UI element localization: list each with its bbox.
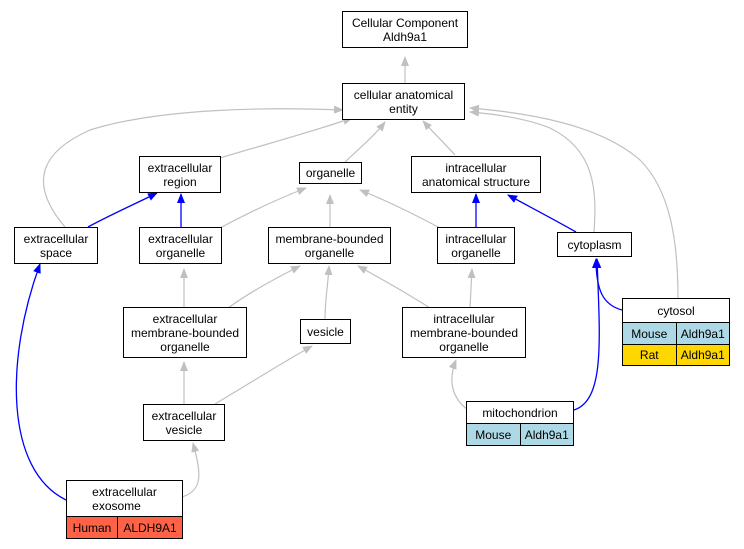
table-row-mouse: Mouse Aldh9a1	[623, 323, 729, 344]
gene-cell: ALDH9A1	[117, 517, 182, 538]
edge-cytosol-to-cae	[469, 104, 679, 299]
gene-cell: Aldh9a1	[519, 424, 573, 445]
edge-extracellular-space-to-region	[87, 192, 158, 228]
species-cell: Mouse	[623, 323, 676, 344]
table-row-rat: Rat Aldh9a1	[623, 344, 729, 365]
edge-exosome-to-extracellular-space	[15, 263, 67, 501]
edge-ec-mbo-to-membrane-bounded	[227, 265, 301, 309]
node-label: extracellular organelle	[148, 231, 213, 260]
table-header: extracellular exosome	[67, 481, 182, 517]
node-cellular-component[interactable]: Cellular Component Aldh9a1	[342, 11, 468, 48]
node-extracellular-space[interactable]: extracellular space	[14, 227, 98, 264]
node-label: intracellular membrane-bounded organelle	[409, 311, 519, 354]
edge-extracellular-region-to-cae	[219, 117, 353, 159]
node-organelle[interactable]: organelle	[299, 162, 362, 184]
edge-organelle-to-cae	[344, 121, 386, 163]
table-header: cytosol	[623, 299, 729, 323]
node-label: organelle	[305, 166, 356, 180]
node-label: cytoplasm	[567, 237, 622, 252]
edge-ic-mbo-to-intracellular-organelle	[467, 268, 476, 309]
node-label: Cellular Component Aldh9a1	[351, 15, 459, 44]
edge-mitochondrion-to-cytoplasm	[573, 258, 602, 411]
edge-cytoplasm-to-structure	[507, 194, 577, 233]
table-row-human: Human ALDH9A1	[67, 517, 182, 538]
edge-extracellular-organelle-to-organelle	[219, 187, 307, 229]
edge-ec-vesicle-to-vesicle	[214, 345, 313, 405]
node-label: extracellular region	[147, 160, 213, 189]
node-cellular-anatomical-entity[interactable]: cellular anatomical entity	[342, 83, 465, 120]
node-extracellular-organelle[interactable]: extracellular organelle	[139, 227, 222, 264]
node-label: intracellular anatomical structure	[421, 160, 531, 189]
edge-extracellular-space-to-cae	[42, 105, 344, 228]
node-extracellular-membrane-bounded-organelle[interactable]: extracellular membrane-bounded organelle	[123, 307, 247, 358]
node-extracellular-region[interactable]: extracellular region	[139, 156, 221, 193]
node-extracellular-vesicle[interactable]: extracellular vesicle	[143, 404, 225, 441]
node-cytosol[interactable]: cytosol Mouse Aldh9a1 Rat Aldh9a1	[622, 298, 730, 366]
gene-cell: Aldh9a1	[675, 345, 729, 365]
node-label: cellular anatomical entity	[353, 87, 454, 116]
edge-mitochondrion-to-ic-mbo	[448, 359, 469, 411]
node-label: mitochondrion	[482, 405, 558, 420]
edge-cytoplasm-to-cae	[469, 108, 596, 233]
edge-exosome-to-ec-vesicle	[181, 442, 200, 498]
node-intracellular-anatomical-structure[interactable]: intracellular anatomical structure	[411, 156, 541, 193]
node-label: extracellular membrane-bounded organelle	[130, 311, 240, 354]
edge-ic-mbo-to-membrane-bounded	[357, 265, 431, 309]
species-cell: Rat	[623, 345, 676, 365]
node-cytoplasm[interactable]: cytoplasm	[557, 232, 632, 257]
node-membrane-bounded-organelle[interactable]: membrane-bounded organelle	[268, 227, 391, 264]
node-mitochondrion[interactable]: mitochondrion Mouse Aldh9a1	[466, 401, 574, 446]
gene-cell: Aldh9a1	[675, 323, 729, 344]
edge-intracellular-organelle-to-organelle	[359, 189, 441, 229]
node-intracellular-organelle[interactable]: intracellular organelle	[437, 227, 515, 264]
edge-vesicle-to-membrane-bounded	[324, 265, 333, 320]
table-header: mitochondrion	[467, 402, 573, 424]
edge-cytosol-to-cytoplasm	[592, 258, 623, 311]
species-cell: Human	[67, 517, 117, 538]
node-extracellular-exosome[interactable]: extracellular exosome Human ALDH9A1	[66, 480, 183, 539]
edge-intracellular-structure-to-cae	[422, 120, 456, 156]
node-label: extracellular vesicle	[151, 408, 217, 437]
node-label: membrane-bounded organelle	[275, 231, 384, 260]
node-vesicle[interactable]: vesicle	[300, 319, 351, 344]
node-label: vesicle	[307, 324, 344, 339]
node-intracellular-membrane-bounded-organelle[interactable]: intracellular membrane-bounded organelle	[402, 307, 526, 358]
node-label: intracellular organelle	[445, 231, 507, 260]
node-label: extracellular exosome	[92, 484, 157, 513]
species-cell: Mouse	[467, 424, 520, 445]
node-label: cytosol	[657, 303, 695, 318]
table-row-mouse: Mouse Aldh9a1	[467, 424, 573, 445]
node-label: extracellular space	[23, 231, 89, 260]
